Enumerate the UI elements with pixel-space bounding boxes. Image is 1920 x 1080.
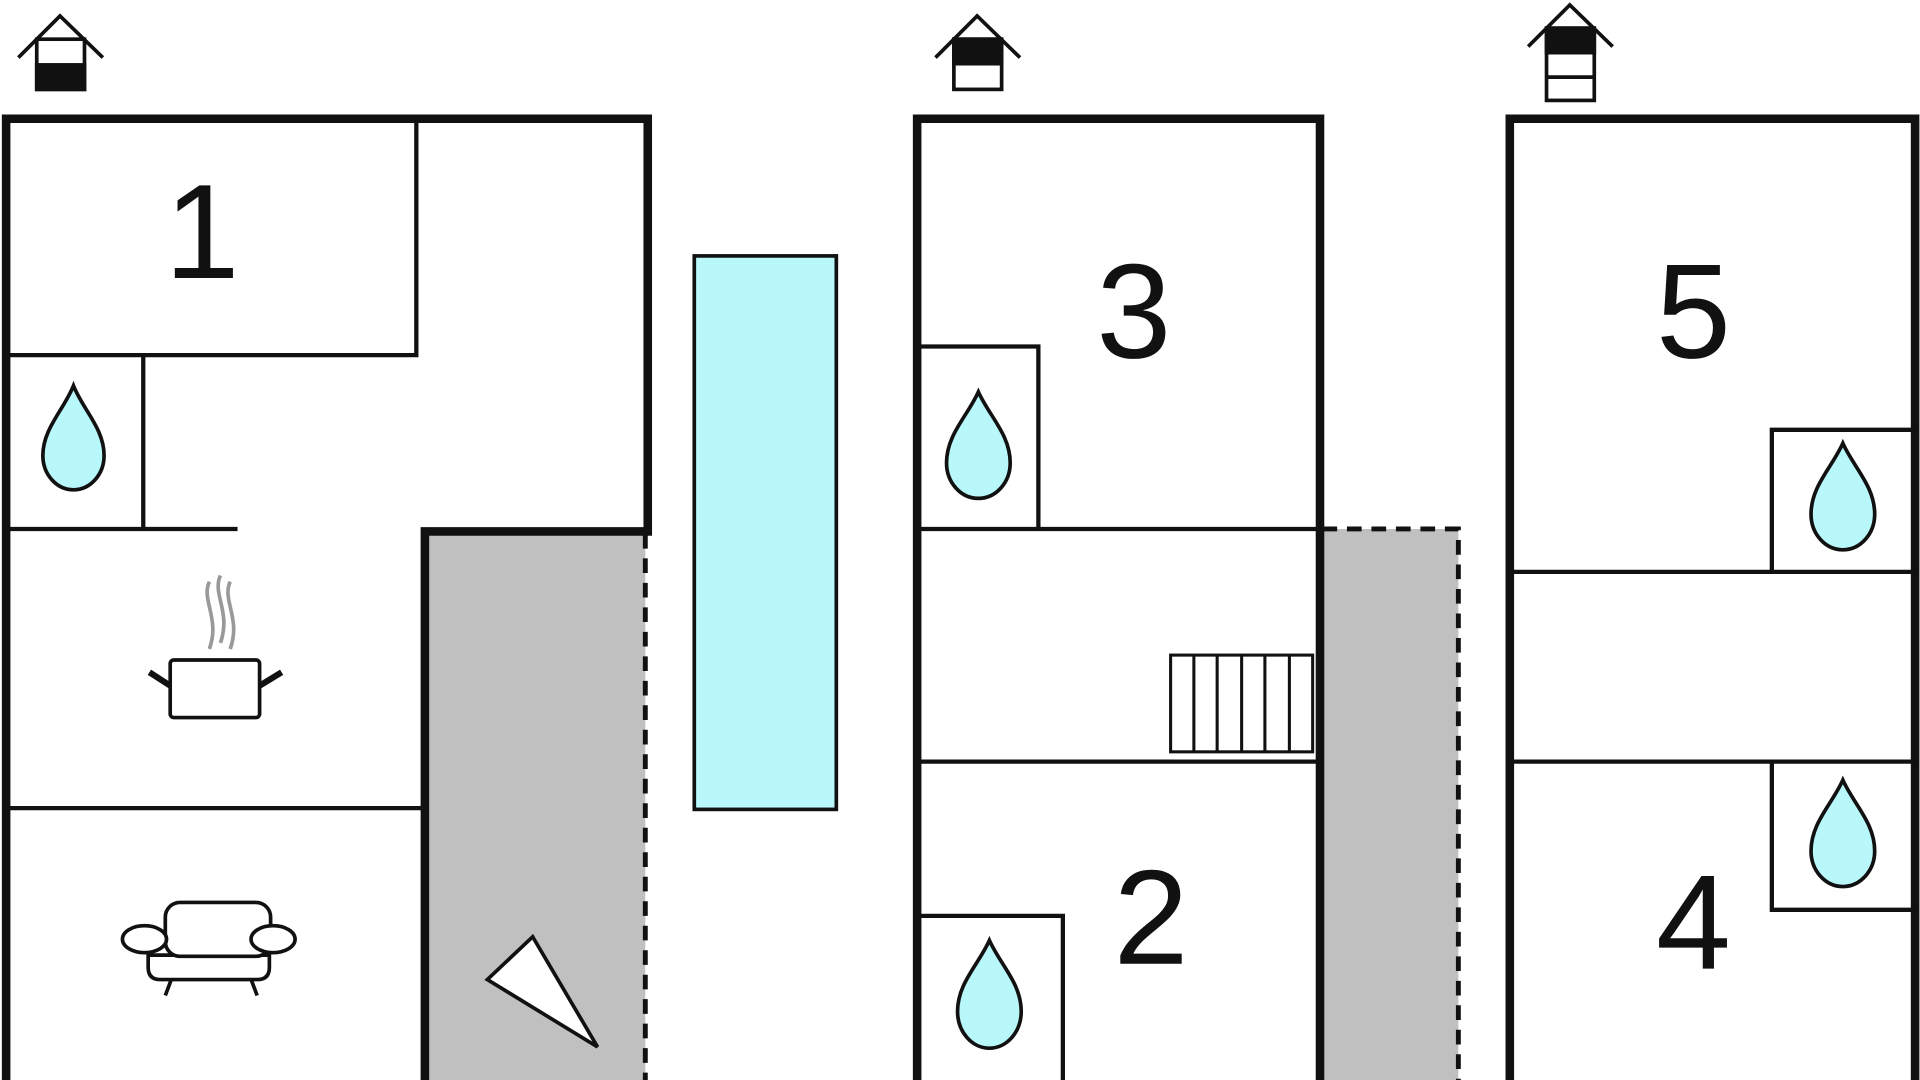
- room-number-1: 1: [165, 156, 240, 307]
- room-number-4: 4: [1656, 847, 1731, 998]
- first-floor-interior-walls: [917, 344, 1320, 1080]
- water-drop-icon: [1809, 775, 1877, 889]
- water-drop-icon: [944, 387, 1013, 501]
- ground-floor: 1: [1, 114, 653, 1080]
- second-floor-outer-wall: [1505, 114, 1920, 1080]
- first-floor-outer-wall: [912, 114, 1325, 1080]
- first-floor-level-icon: [934, 13, 1022, 92]
- stairs-icon: [1169, 653, 1315, 754]
- compass-triangle-icon: [484, 933, 600, 1049]
- balcony-first-floor: [1320, 528, 1459, 1080]
- ground-floor-interior-walls: [6, 118, 425, 811]
- room-number-5: 5: [1656, 236, 1731, 387]
- room-number-3: 3: [1096, 236, 1171, 387]
- cooking-pot-icon: [147, 574, 284, 720]
- second-floor: 5 4: [1505, 114, 1920, 1080]
- second-floor-interior-walls: [1509, 427, 1916, 912]
- first-floor: 3 2: [912, 114, 1461, 1080]
- pool: [692, 254, 839, 812]
- water-drop-icon: [1809, 438, 1877, 552]
- ground-floor-level-icon: [17, 13, 105, 92]
- second-floor-level-icon: [1526, 2, 1614, 103]
- ground-floor-outer-wall: [1, 114, 653, 1080]
- balcony-open-edge: [1322, 526, 1461, 1080]
- water-drop-icon: [955, 935, 1024, 1050]
- room-number-2: 2: [1114, 842, 1189, 993]
- water-drop-icon: [41, 380, 106, 492]
- sofa-icon: [120, 900, 297, 997]
